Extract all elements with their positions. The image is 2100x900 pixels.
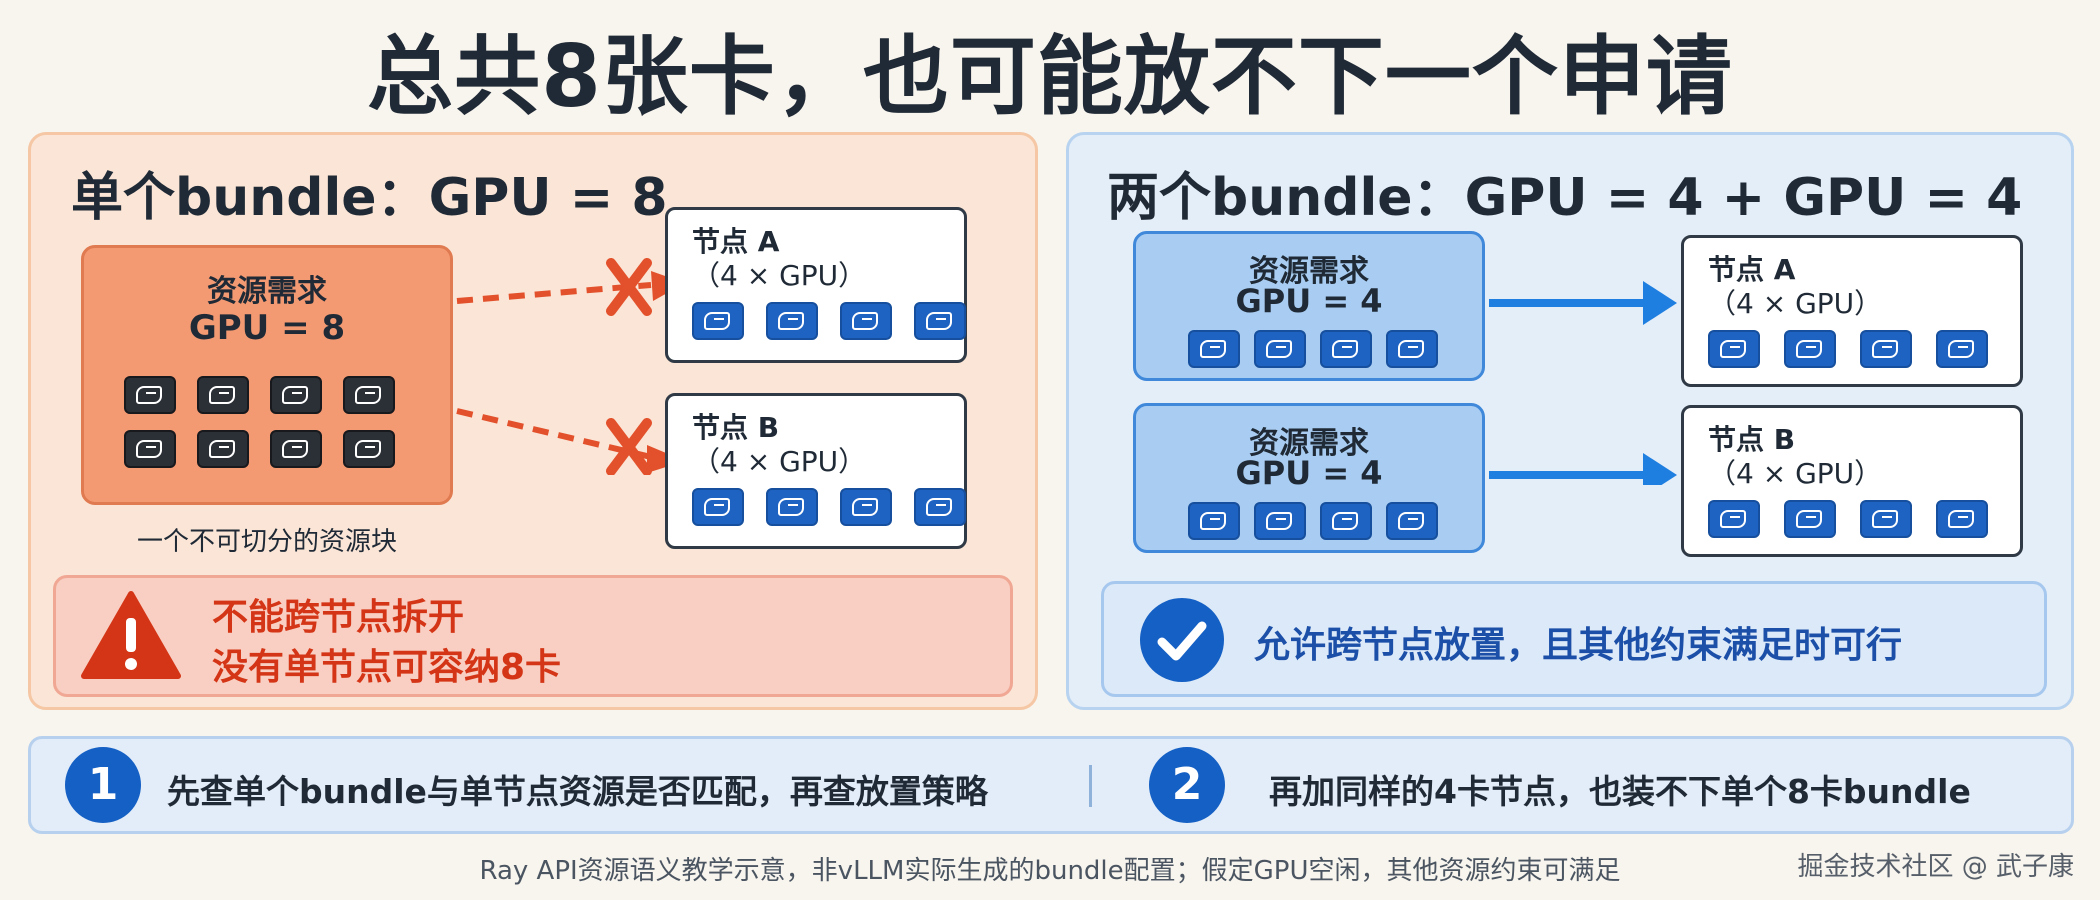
request-value: GPU = 4 (1235, 282, 1383, 320)
resource-request-box-2: 资源需求 GPU = 4 (1133, 403, 1485, 553)
gpu-card-icon (1860, 330, 1912, 368)
gpu-card-icon (1784, 330, 1836, 368)
node-spec: （4 × GPU） (1708, 287, 1883, 320)
x-mark-icon (606, 258, 652, 316)
gpu-card-icon (1386, 330, 1438, 368)
left-panel-heading: 单个bundle：GPU = 8 (71, 168, 668, 228)
node-name: 节点 A (1708, 253, 1796, 286)
node-b-box: 节点 B （4 × GPU） (1681, 405, 2023, 557)
gpu-card-icon (197, 376, 249, 414)
steps-bar: 1 先查单个bundle与单节点资源是否匹配，再查放置策略 2 再加同样的4卡节… (28, 736, 2074, 834)
arrow-head-b (1643, 453, 1677, 485)
gpu-card-icon (1254, 502, 1306, 540)
gpu-card-icon (1254, 330, 1306, 368)
gpu-card-icon (1188, 502, 1240, 540)
gpu-card-icon (343, 430, 395, 468)
gpu-card-icon (124, 376, 176, 414)
request-title: 资源需求 (1249, 426, 1369, 461)
step-2-number: 2 (1149, 747, 1225, 823)
gpu-card-icon (914, 302, 966, 340)
resource-request-box: 资源需求 GPU = 8 (81, 245, 453, 505)
steps-divider (1089, 765, 1092, 807)
gpu-card-icon (1936, 500, 1988, 538)
gpu-card-icon (1386, 502, 1438, 540)
gpu-card-icon (270, 430, 322, 468)
gpu-card-icon (1188, 330, 1240, 368)
node-spec: （4 × GPU） (692, 445, 867, 478)
gpu-card-icon (766, 302, 818, 340)
gpu-card-icon (840, 302, 892, 340)
watermark: 掘金技术社区 @ 武子康 (1797, 852, 2074, 882)
gpu-card-icon (1708, 330, 1760, 368)
failed-arrows (456, 258, 685, 475)
node-name: 节点 B (692, 411, 780, 444)
node-b-box: 节点 B （4 × GPU） (665, 393, 967, 549)
step-1-text: 先查单个bundle与单节点资源是否匹配，再查放置策略 (167, 772, 988, 811)
x-mark-icon (606, 418, 652, 475)
two-bundle-panel: 两个bundle：GPU = 4 + GPU = 4 资源需求 GPU = 4 … (1066, 132, 2074, 710)
node-spec: （4 × GPU） (692, 259, 867, 292)
gpu-card-icon (1784, 500, 1836, 538)
footer-note: Ray API资源语义教学示意，非vLLM实际生成的bundle配置；假定GPU… (479, 856, 1621, 886)
node-name: 节点 B (1708, 423, 1796, 456)
arrow-head-a (1643, 281, 1677, 325)
node-name: 节点 A (692, 225, 780, 258)
single-bundle-panel: 单个bundle：GPU = 8 资源需求 GPU = 8 一个不可切分的资源块… (28, 132, 1038, 710)
indivisible-caption: 一个不可切分的资源块 (136, 527, 397, 557)
node-spec: （4 × GPU） (1708, 457, 1883, 490)
gpu-card-icon (914, 488, 966, 526)
gpu-card-icon (1708, 500, 1760, 538)
success-box: 允许跨节点放置，且其他约束满足时可行 (1101, 581, 2047, 697)
warning-line-2: 没有单节点可容纳8卡 (212, 647, 562, 688)
success-text: 允许跨节点放置，且其他约束满足时可行 (1254, 625, 1903, 666)
dashed-arrow-to-node-b (456, 408, 652, 460)
page-title: 总共8张卡，也可能放不下一个申请 (367, 27, 1733, 127)
gpu-card-icon (692, 488, 744, 526)
step-2-text: 再加同样的4卡节点，也装不下单个8卡bundle (1269, 772, 1971, 811)
gpu-card-icon (343, 376, 395, 414)
warning-triangle-icon (81, 591, 181, 679)
gpu-card-icon (1320, 330, 1372, 368)
warning-box: 不能跨节点拆开 没有单节点可容纳8卡 (53, 575, 1013, 697)
gpu-card-icon (840, 488, 892, 526)
request-value: GPU = 8 (188, 308, 346, 348)
gpu-card-icon (270, 376, 322, 414)
gpu-card-icon (1320, 502, 1372, 540)
step-1-number: 1 (65, 747, 141, 823)
right-panel-heading: 两个bundle：GPU = 4 + GPU = 4 (1107, 168, 2023, 228)
gpu-card-icon (1860, 500, 1912, 538)
gpu-card-icon (1936, 330, 1988, 368)
node-a-box: 节点 A （4 × GPU） (665, 207, 967, 363)
gpu-card-icon (124, 430, 176, 468)
dashed-arrow-to-node-a (456, 282, 652, 304)
node-a-box: 节点 A （4 × GPU） (1681, 235, 2023, 387)
request-value: GPU = 4 (1235, 454, 1383, 492)
warning-line-1: 不能跨节点拆开 (212, 597, 465, 638)
placement-arrows (1489, 281, 1677, 485)
request-title: 资源需求 (207, 274, 327, 309)
gpu-card-icon (692, 302, 744, 340)
check-circle-icon (1140, 598, 1224, 682)
request-title: 资源需求 (1249, 254, 1369, 289)
gpu-card-icon (766, 488, 818, 526)
resource-request-box-1: 资源需求 GPU = 4 (1133, 231, 1485, 381)
gpu-card-icon (197, 430, 249, 468)
